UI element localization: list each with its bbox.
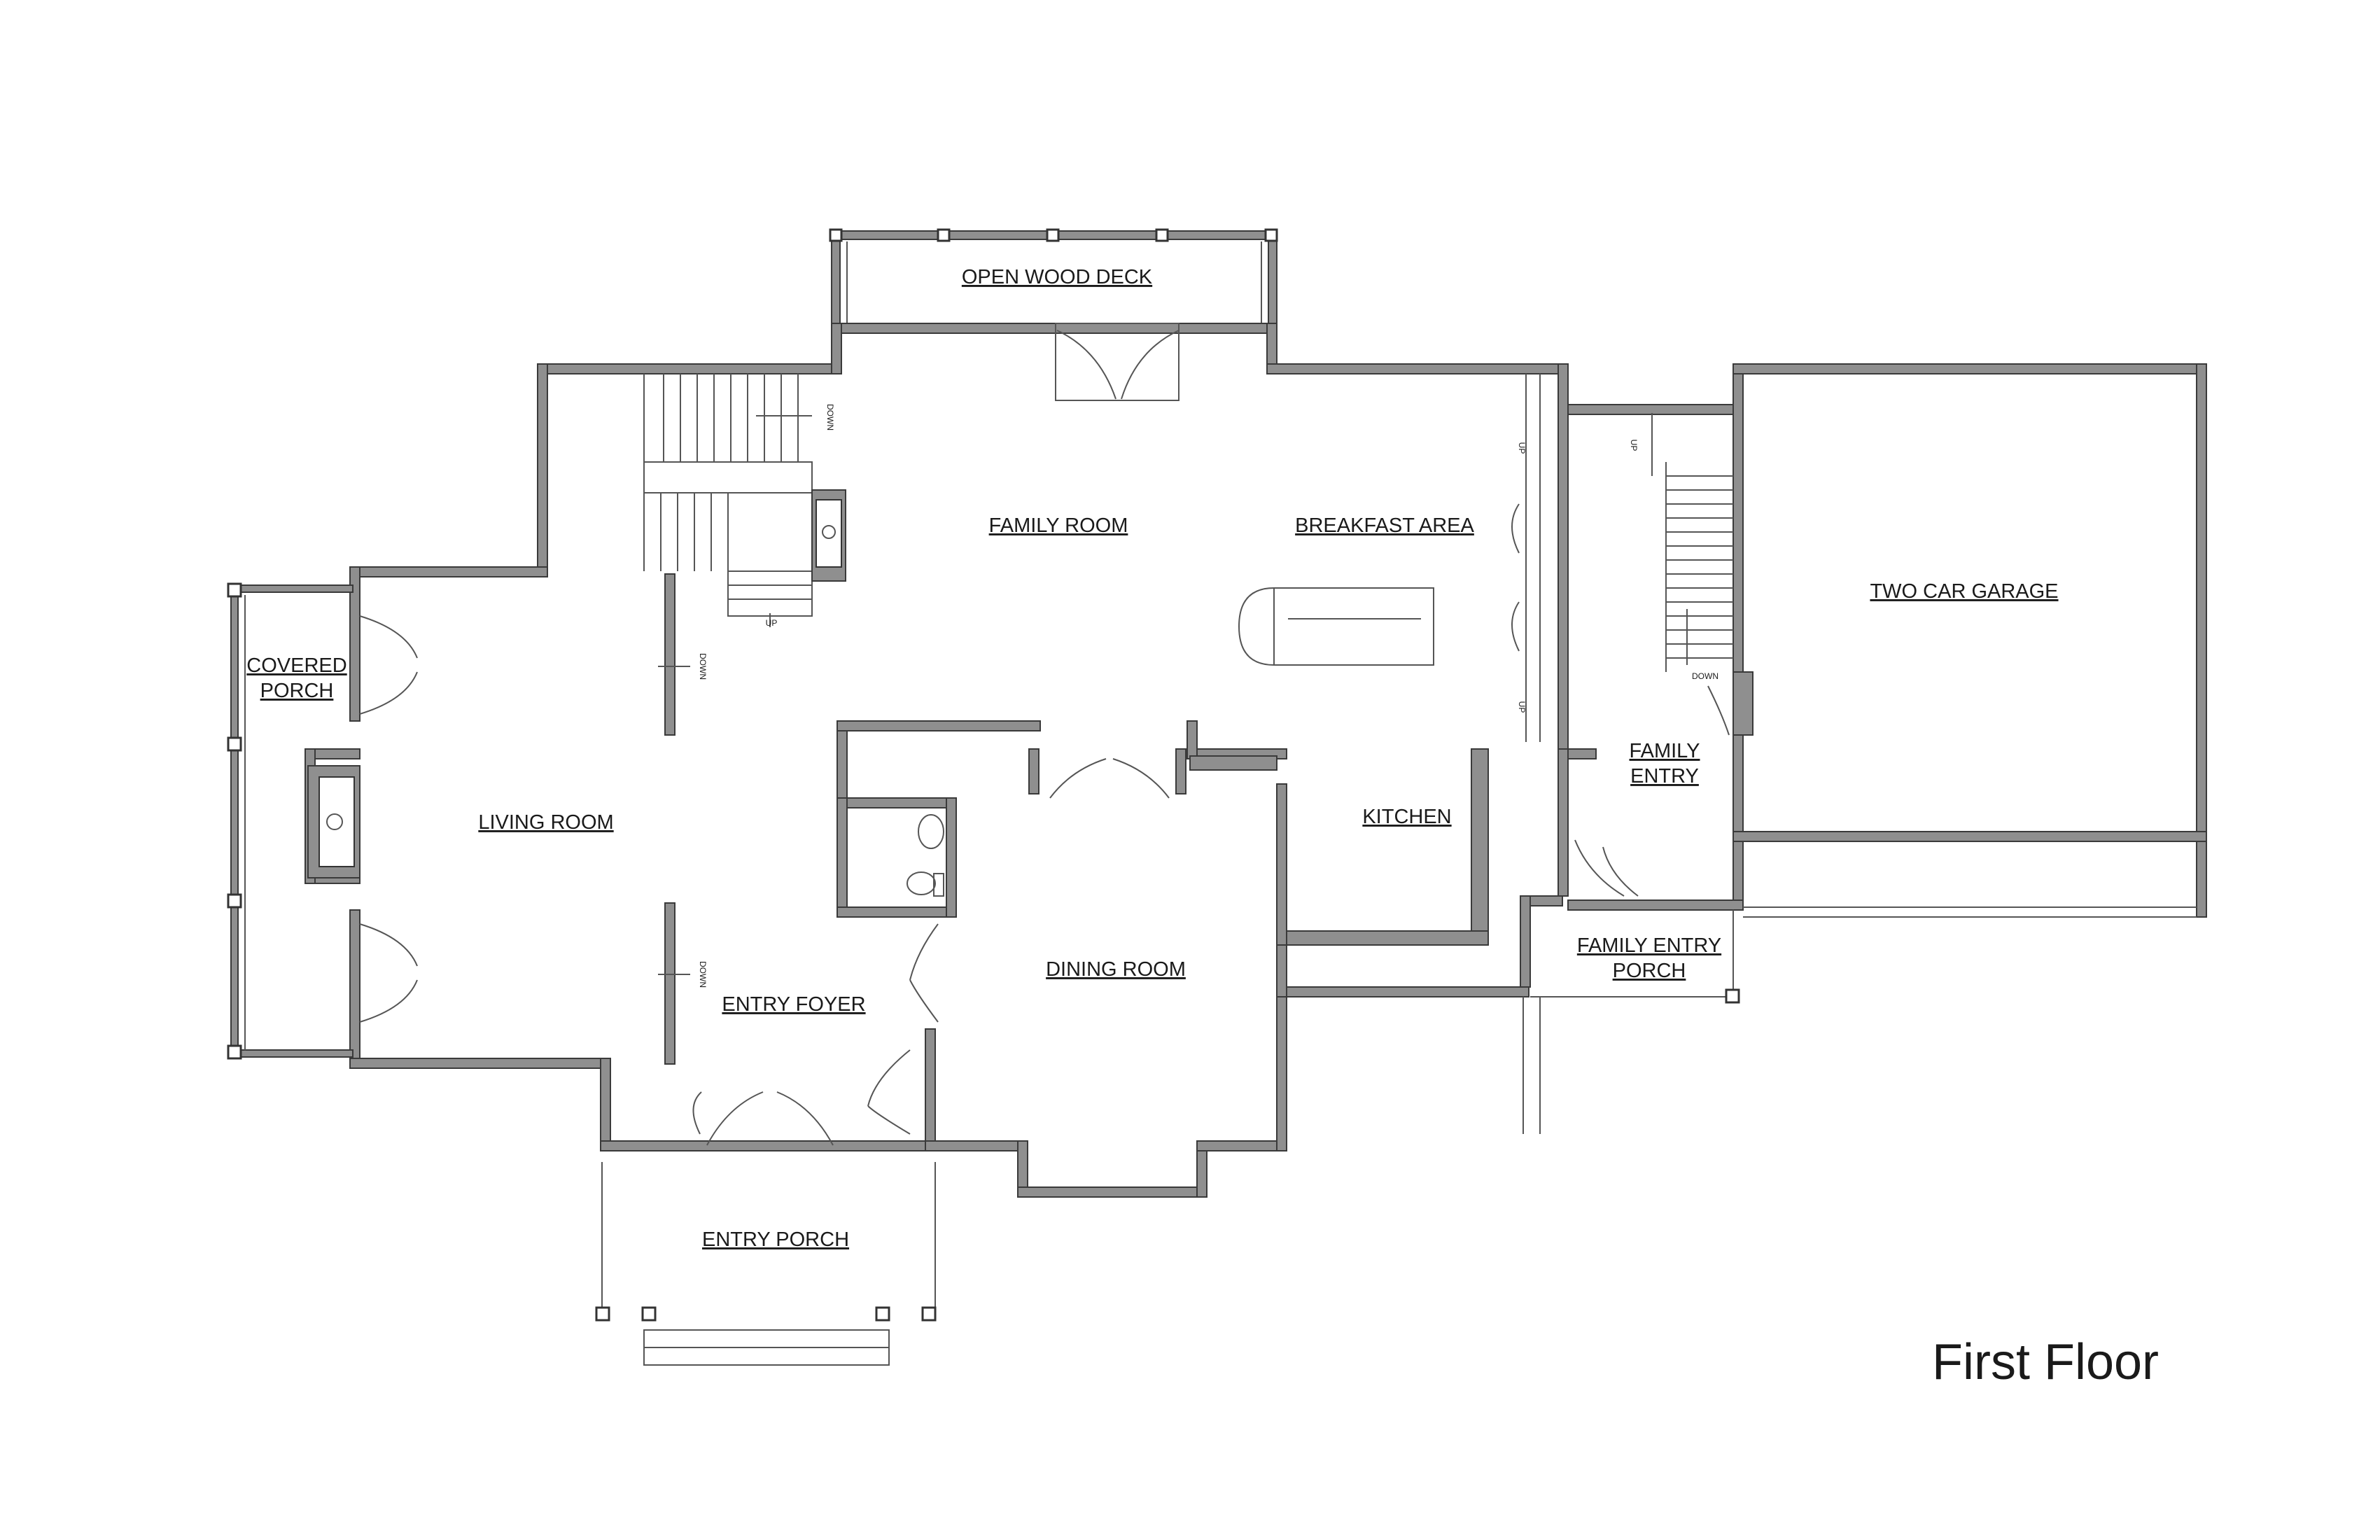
label-family-room: FAMILY ROOM (989, 514, 1128, 537)
label-dining-room: DINING ROOM (1046, 958, 1186, 981)
label-family-entry-porch-2: PORCH (1613, 960, 1686, 982)
doors (359, 323, 1730, 1146)
living-room-stairs: DOWN DOWN (658, 653, 708, 988)
entry-porch (595, 1162, 937, 1366)
stair-label-down-1: DOWN (825, 404, 835, 430)
room-labels: OPEN WOOD DECK FAMILY ROOM BREAKFAST ARE… (246, 266, 2058, 1251)
label-breakfast-area: BREAKFAST AREA (1295, 514, 1474, 537)
label-kitchen: KITCHEN (1362, 806, 1451, 828)
label-open-wood-deck: OPEN WOOD DECK (962, 266, 1153, 288)
label-covered-porch-1: COVERED (246, 654, 346, 677)
stair-label-up-4: UP (1629, 440, 1639, 451)
label-family-entry-2: ENTRY (1630, 765, 1699, 788)
covered-porch (227, 582, 360, 1060)
stair-label-up-1: UP (766, 618, 778, 628)
exterior-walls (304, 323, 2207, 1198)
main-stairs: DOWN UP (643, 374, 846, 628)
stair-label-down-2: DOWN (698, 653, 708, 680)
label-covered-porch-2: PORCH (260, 680, 334, 702)
label-entry-foyer: ENTRY FOYER (722, 993, 865, 1016)
open-wood-deck (829, 228, 1278, 330)
label-living-room: LIVING ROOM (478, 811, 613, 834)
powder-room-fixtures (906, 814, 944, 897)
stair-label-up-3: UP (1517, 701, 1527, 713)
label-family-entry-1: FAMILY (1630, 740, 1700, 762)
plan-title: First Floor (1932, 1334, 2159, 1390)
family-entry-porch (1522, 910, 1740, 1134)
label-entry-porch: ENTRY PORCH (702, 1228, 849, 1251)
label-family-entry-porch-1: FAMILY ENTRY (1577, 934, 1721, 957)
kitchen-island (1238, 587, 1434, 666)
stair-label-down-3: DOWN (698, 961, 708, 988)
label-two-car-garage: TWO CAR GARAGE (1870, 580, 2058, 603)
family-entry-stairs: UP UP UP DOWN (1517, 374, 1733, 742)
stair-label-down-4: DOWN (1692, 671, 1718, 681)
stair-label-up-2: UP (1517, 442, 1527, 454)
